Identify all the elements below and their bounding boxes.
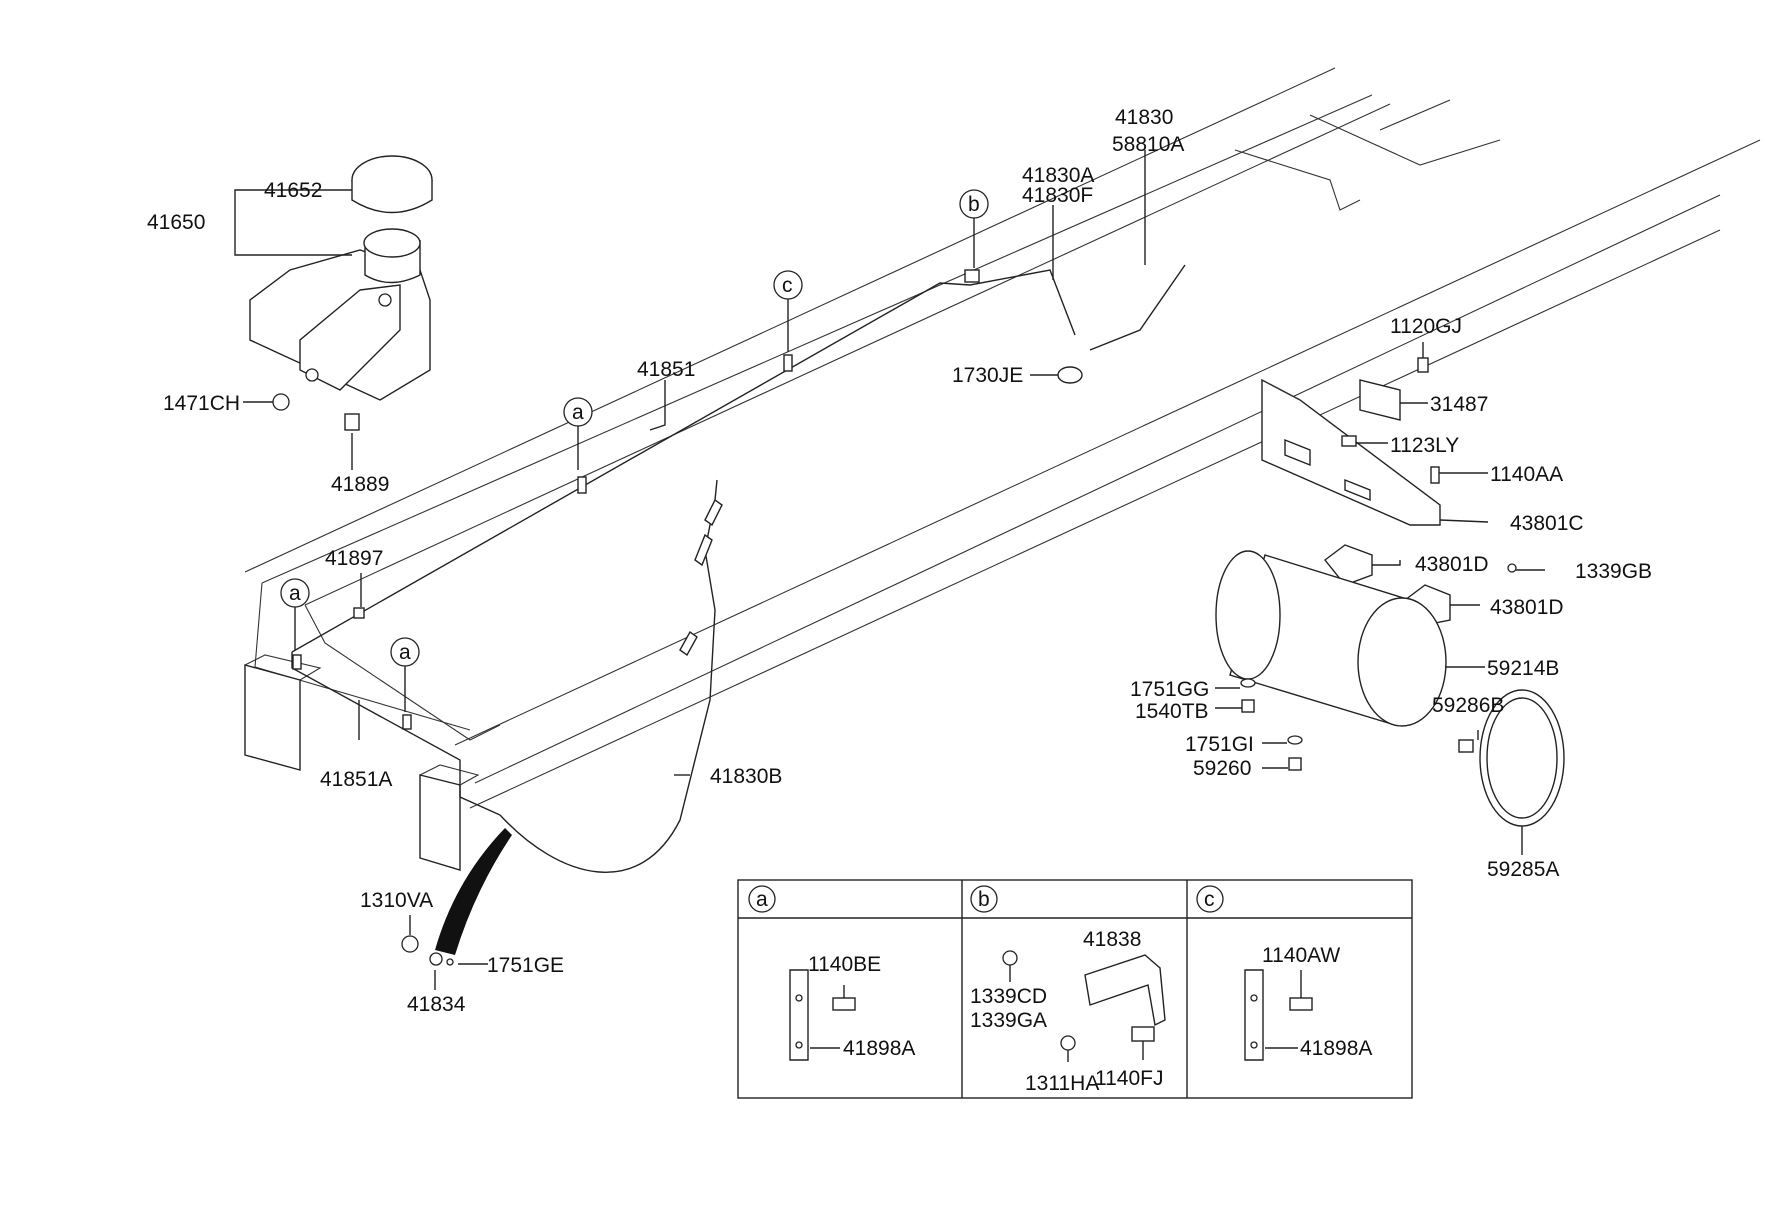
label-1751GG: 1751GG (1130, 678, 1209, 701)
svg-text:a: a (572, 401, 584, 424)
label-59214B: 59214B (1487, 657, 1559, 680)
label-41834: 41834 (407, 993, 466, 1016)
label-41830F: 41830F (1022, 184, 1093, 207)
label-41830: 41830 (1115, 106, 1173, 129)
detail-panel-c: 1140AW 41898A (1244, 944, 1372, 1061)
reference-markers: a a a b c (280, 189, 989, 712)
label-41652: 41652 (264, 179, 322, 202)
label-41889: 41889 (331, 473, 389, 496)
label-43801D-2: 43801D (1490, 596, 1564, 619)
label-1751GE: 1751GE (487, 954, 564, 977)
master-cylinder-reservoir (249, 155, 433, 401)
bracket-31487 (1359, 379, 1401, 421)
marker-a-2: a (280, 578, 310, 650)
label-1311HA: 1311HA (1025, 1072, 1099, 1095)
label-43801D-1: 43801D (1415, 553, 1489, 576)
reservoir-tank-59214B (1215, 550, 1447, 727)
label-1751GI: 1751GI (1185, 733, 1254, 756)
brake-hose (435, 828, 512, 955)
label-41838: 41838 (1083, 928, 1141, 951)
label-41898A-a: 41898A (843, 1037, 915, 1060)
brake-lines (291, 264, 1186, 873)
svg-text:c: c (782, 274, 793, 297)
marker-b-1: b (959, 189, 989, 268)
plug-1540TB (1241, 699, 1255, 713)
detail-panel-b: 1339CD 1339GA 41838 1311HA 1140FJ (970, 928, 1166, 1095)
detail-header-b: b (970, 885, 998, 913)
label-41650: 41650 (147, 211, 205, 234)
label-1471CH: 1471CH (163, 392, 240, 415)
marker-c-1: c (773, 270, 803, 352)
label-58810A: 58810A (1112, 133, 1184, 156)
callout-labels: 41652 41650 1471CH 41889 41851 41897 418… (147, 106, 1652, 1016)
bolt-1140AA (1430, 466, 1440, 484)
detail-panel-a: 1140BE 41898A (789, 953, 915, 1061)
label-41830A: 41830A (1022, 164, 1094, 187)
detail-table: a b c 1140BE 41898A 1339CD 1339GA (737, 879, 1413, 1099)
label-41898A-c: 41898A (1300, 1037, 1372, 1060)
washer-1751GG (1240, 678, 1256, 688)
label-41897: 41897 (325, 547, 383, 570)
label-1310VA: 1310VA (360, 889, 433, 912)
small-fasteners (272, 393, 454, 966)
label-1123LY: 1123LY (1390, 434, 1459, 457)
label-1120GJ: 1120GJ (1390, 315, 1462, 338)
svg-text:c: c (1204, 888, 1215, 911)
label-59260: 59260 (1193, 757, 1251, 780)
plug-59260 (1288, 757, 1302, 771)
label-41851: 41851 (637, 358, 695, 381)
label-31487: 31487 (1430, 393, 1488, 416)
svg-text:a: a (756, 888, 768, 911)
label-41830B: 41830B (710, 765, 782, 788)
label-43801C: 43801C (1510, 512, 1584, 535)
detail-header-a: a (748, 885, 776, 913)
label-59286B: 59286B (1432, 694, 1504, 717)
nut-1339GB (1507, 563, 1517, 573)
tank-bracket-43801C (1261, 378, 1441, 526)
leader-lines (234, 150, 1545, 990)
svg-text:b: b (968, 193, 980, 216)
detail-header-c: c (1196, 885, 1224, 913)
label-1339GA: 1339GA (970, 1009, 1047, 1032)
bolt-59286B (1458, 739, 1474, 753)
svg-text:b: b (978, 888, 990, 911)
label-1140BE: 1140BE (808, 953, 881, 976)
marker-a-1: a (563, 397, 593, 470)
label-41851A: 41851A (320, 768, 392, 791)
frame-rails (244, 67, 1761, 871)
washer-1751GI (1287, 735, 1303, 745)
label-1339GB: 1339GB (1575, 560, 1652, 583)
svg-text:a: a (289, 582, 301, 605)
label-59285A: 59285A (1487, 858, 1559, 881)
bolt-1120GJ (1417, 357, 1429, 373)
label-1140AA: 1140AA (1490, 463, 1563, 486)
label-1140AW: 1140AW (1262, 944, 1340, 967)
label-1730JE: 1730JE (952, 364, 1023, 387)
marker-a-3: a (390, 637, 420, 712)
svg-text:a: a (399, 641, 411, 664)
bolt-1123LY (1341, 435, 1357, 447)
label-1140FJ: 1140FJ (1095, 1067, 1164, 1090)
label-1540TB: 1540TB (1135, 700, 1209, 723)
label-1339CD: 1339CD (970, 985, 1047, 1008)
